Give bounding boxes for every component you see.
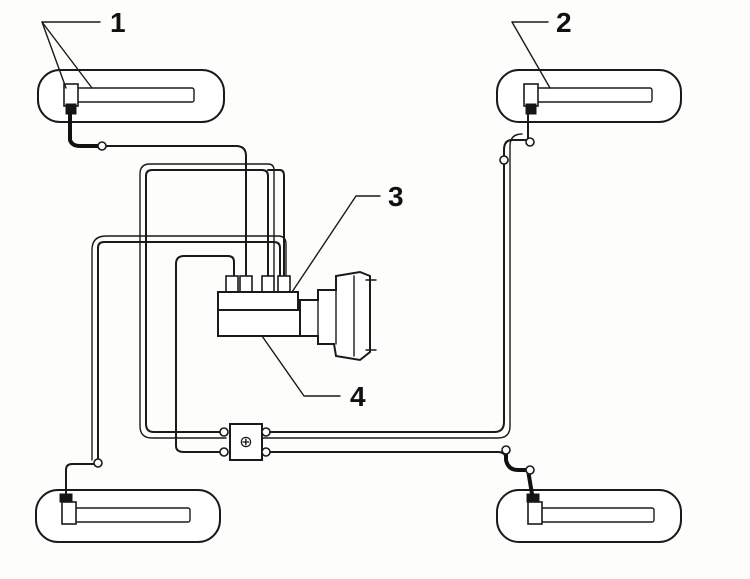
wheel-rear-left bbox=[35, 489, 221, 543]
leader-4 bbox=[261, 335, 341, 397]
brake-cylinder-rear-left bbox=[59, 493, 77, 525]
valve-to-rear-right-line bbox=[261, 451, 507, 461]
callout-3: 3 bbox=[388, 181, 404, 212]
front-left-flex-hose bbox=[68, 110, 102, 148]
rear-right-flex-hose bbox=[504, 448, 534, 496]
brake-line-upper-loop bbox=[145, 169, 269, 433]
callout-2: 2 bbox=[556, 7, 572, 38]
callout-4: 4 bbox=[350, 381, 366, 412]
brake-booster bbox=[299, 270, 377, 362]
valve-symbol: ⊕ bbox=[239, 432, 252, 451]
line-junctions bbox=[93, 137, 535, 475]
master-to-valve-line bbox=[175, 255, 235, 453]
callout-1: 1 bbox=[110, 7, 126, 38]
callout-leaders bbox=[41, 21, 551, 397]
valve-to-front-right-line bbox=[261, 139, 529, 433]
rear-left-brake-line bbox=[97, 241, 281, 463]
brake-cylinder-rear-right bbox=[526, 493, 543, 525]
master-cylinder bbox=[217, 275, 301, 337]
wheel-rear-right bbox=[496, 489, 682, 543]
brake-cylinder-front-right bbox=[523, 83, 539, 115]
front-left-brake-line bbox=[103, 145, 247, 276]
leader-2 bbox=[511, 21, 551, 89]
rear-left-flex-hose bbox=[65, 463, 97, 497]
leader-3 bbox=[291, 195, 381, 293]
wheel-front-right bbox=[496, 69, 682, 123]
pressure-regulator-valve: ⊕ bbox=[219, 423, 271, 461]
brake-lines bbox=[65, 110, 534, 497]
